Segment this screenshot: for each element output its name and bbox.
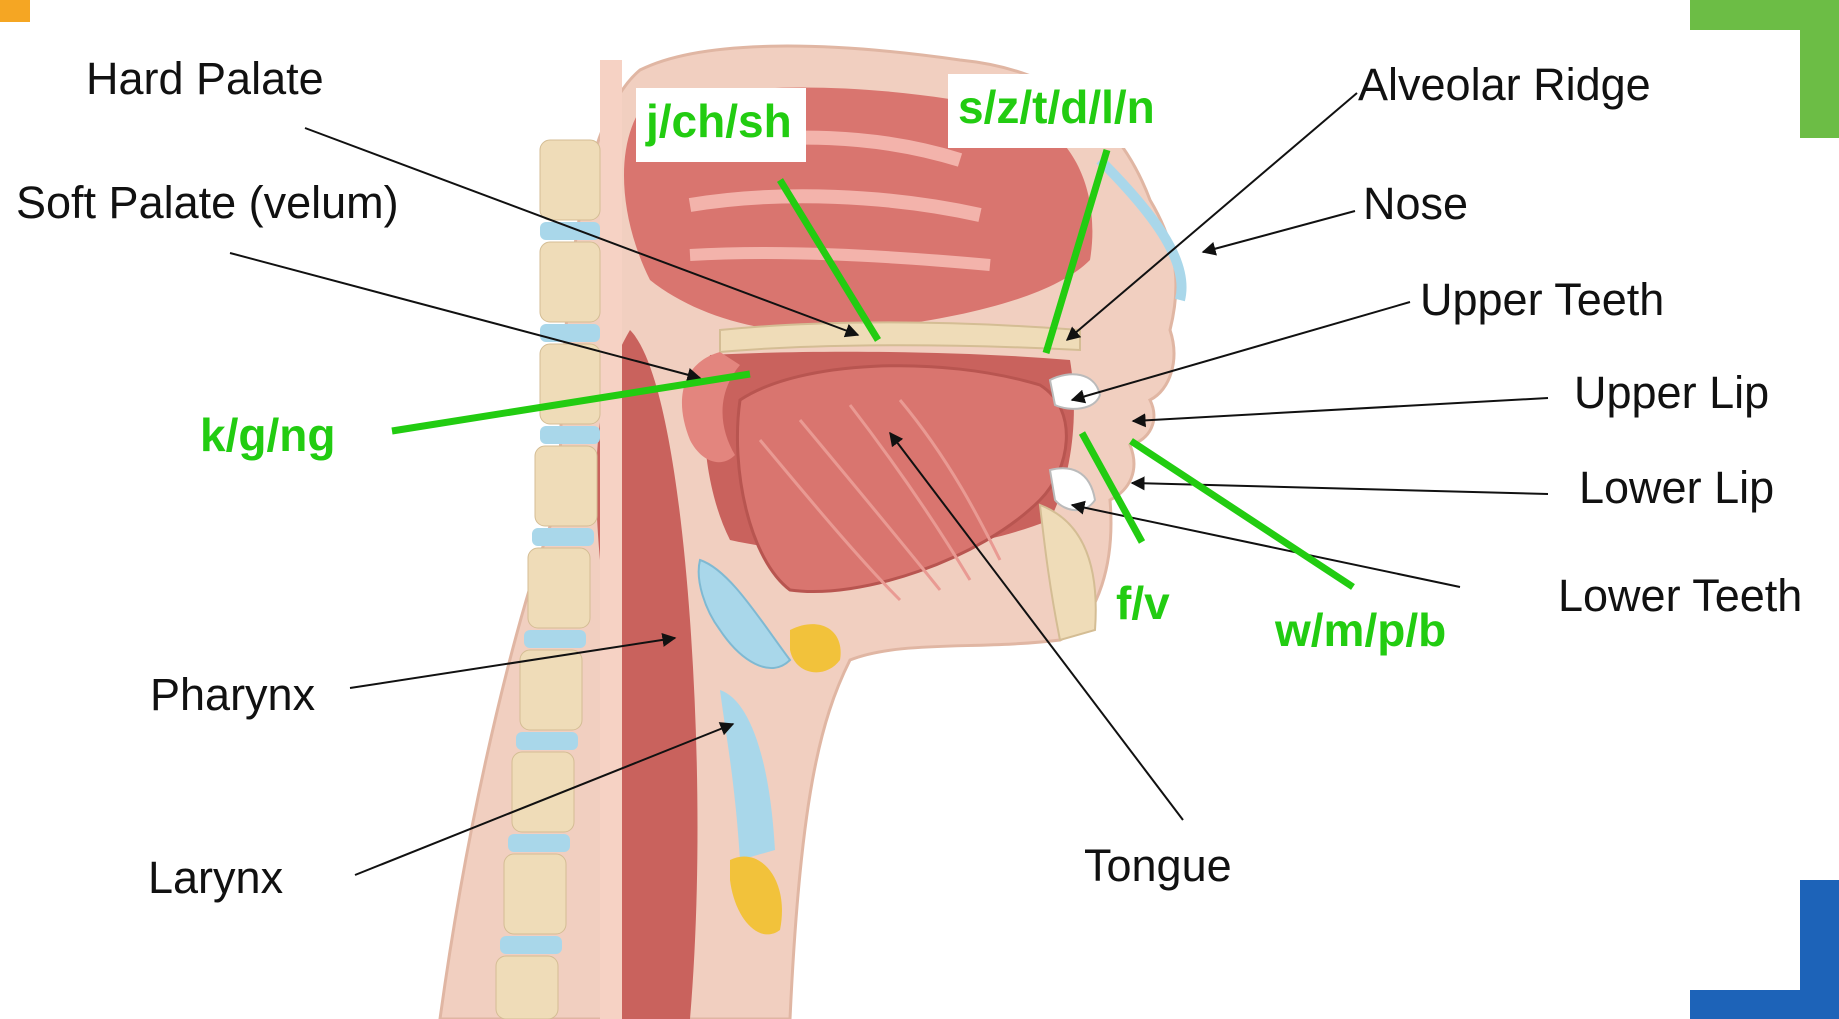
corner-accent-blue bbox=[1690, 880, 1839, 1019]
vertebra bbox=[520, 650, 582, 730]
sound-alveolar: s/z/t/d/l/n bbox=[948, 74, 1169, 148]
label-tongue: Tongue bbox=[1084, 843, 1232, 888]
disc bbox=[540, 426, 600, 444]
disc bbox=[532, 528, 594, 546]
sound-labiodental: f/v bbox=[1116, 580, 1170, 626]
label-lower-teeth: Lower Teeth bbox=[1558, 573, 1802, 618]
sound-bilabial: w/m/p/b bbox=[1275, 607, 1446, 653]
leader-upper-lip bbox=[1133, 398, 1548, 421]
vertebra bbox=[535, 446, 597, 526]
label-hard-palate: Hard Palate bbox=[86, 56, 324, 101]
corner-accent-orange bbox=[0, 0, 30, 22]
sound-velar: k/g/ng bbox=[200, 412, 335, 458]
label-larynx: Larynx bbox=[148, 855, 283, 900]
cervical-spine bbox=[496, 60, 622, 1019]
spinal-cord bbox=[600, 60, 622, 1019]
vertebra bbox=[504, 854, 566, 934]
label-soft-palate: Soft Palate (velum) bbox=[16, 180, 399, 225]
label-upper-lip: Upper Lip bbox=[1574, 370, 1769, 415]
label-alveolar-ridge: Alveolar Ridge bbox=[1358, 62, 1651, 107]
disc bbox=[540, 222, 600, 240]
disc bbox=[508, 834, 570, 852]
disc bbox=[540, 324, 600, 342]
label-lower-lip: Lower Lip bbox=[1579, 465, 1774, 510]
vertebra bbox=[540, 344, 600, 424]
bilabial-line bbox=[1131, 441, 1353, 587]
corner-accent-green bbox=[1690, 0, 1839, 138]
label-upper-teeth: Upper Teeth bbox=[1420, 277, 1664, 322]
vertebra bbox=[528, 548, 590, 628]
label-nose: Nose bbox=[1363, 181, 1468, 226]
sound-palatal: j/ch/sh bbox=[636, 88, 806, 162]
disc bbox=[516, 732, 578, 750]
vertebra bbox=[496, 956, 558, 1019]
disc bbox=[524, 630, 586, 648]
disc bbox=[500, 936, 562, 954]
vertebra bbox=[540, 140, 600, 220]
vertebra bbox=[540, 242, 600, 322]
leader-nose bbox=[1203, 211, 1355, 252]
label-pharynx: Pharynx bbox=[150, 672, 315, 717]
